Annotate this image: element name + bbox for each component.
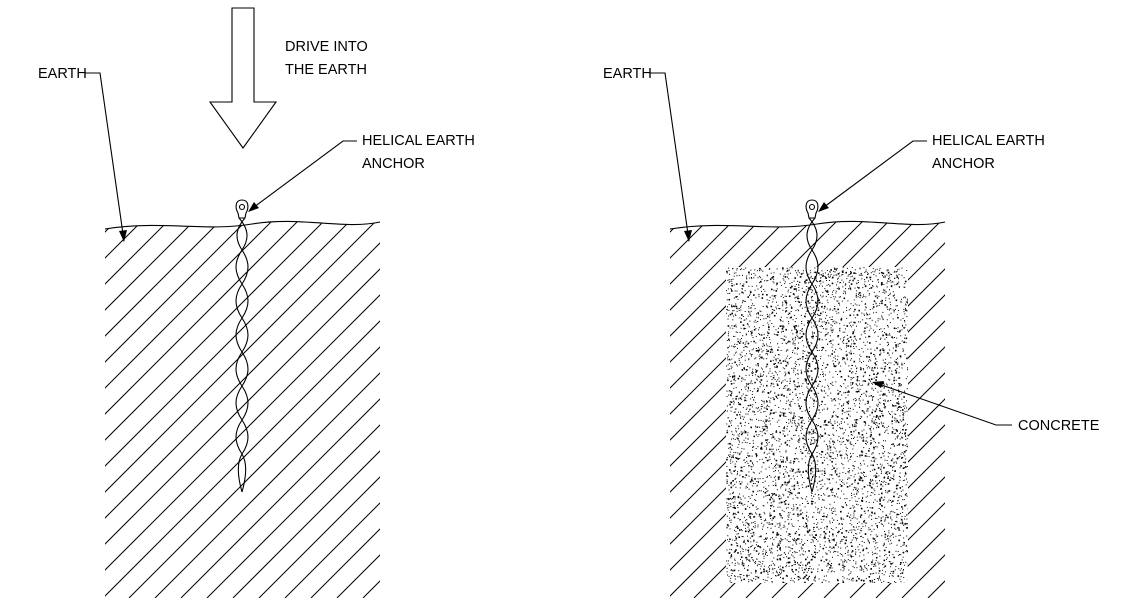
- left-ground-surface: [104, 220, 381, 230]
- left-helical-anchor: [235, 199, 249, 493]
- left-anchor-leader: [249, 140, 357, 211]
- concrete-stipple: [726, 267, 908, 583]
- left-earth-hatch: [105, 221, 380, 598]
- left-earth-label: EARTH: [38, 66, 87, 82]
- left-panel: DRIVE INTO THE EARTH EARTH HELICAL EARTH…: [38, 7, 479, 598]
- right-earth-leader: [650, 72, 690, 242]
- left-anchor-leader-arrowhead: [248, 202, 259, 212]
- left-anchor-label: HELICAL EARTH ANCHOR: [362, 133, 479, 172]
- right-anchor-label: HELICAL EARTH ANCHOR: [932, 133, 1049, 172]
- right-earth-label: EARTH: [603, 66, 652, 82]
- right-ground-surface: [669, 220, 946, 230]
- right-panel: EARTH HELICAL EARTH ANCHOR CONCRETE: [603, 66, 1100, 598]
- concrete-leader-arrowhead: [872, 381, 884, 388]
- concrete-label: CONCRETE: [1018, 418, 1100, 434]
- drive-down-arrow-icon: [208, 7, 278, 149]
- right-earth-hatch: [670, 221, 945, 598]
- right-helical-anchor: [805, 199, 819, 493]
- drive-label: DRIVE INTO THE EARTH: [285, 39, 372, 78]
- concrete-leader: [875, 382, 1012, 426]
- right-anchor-leader: [819, 140, 927, 211]
- left-earth-leader: [85, 72, 125, 242]
- right-anchor-leader-arrowhead: [818, 202, 829, 212]
- right-earth-leader-arrowhead: [684, 230, 692, 242]
- left-earth-leader-arrowhead: [119, 230, 127, 242]
